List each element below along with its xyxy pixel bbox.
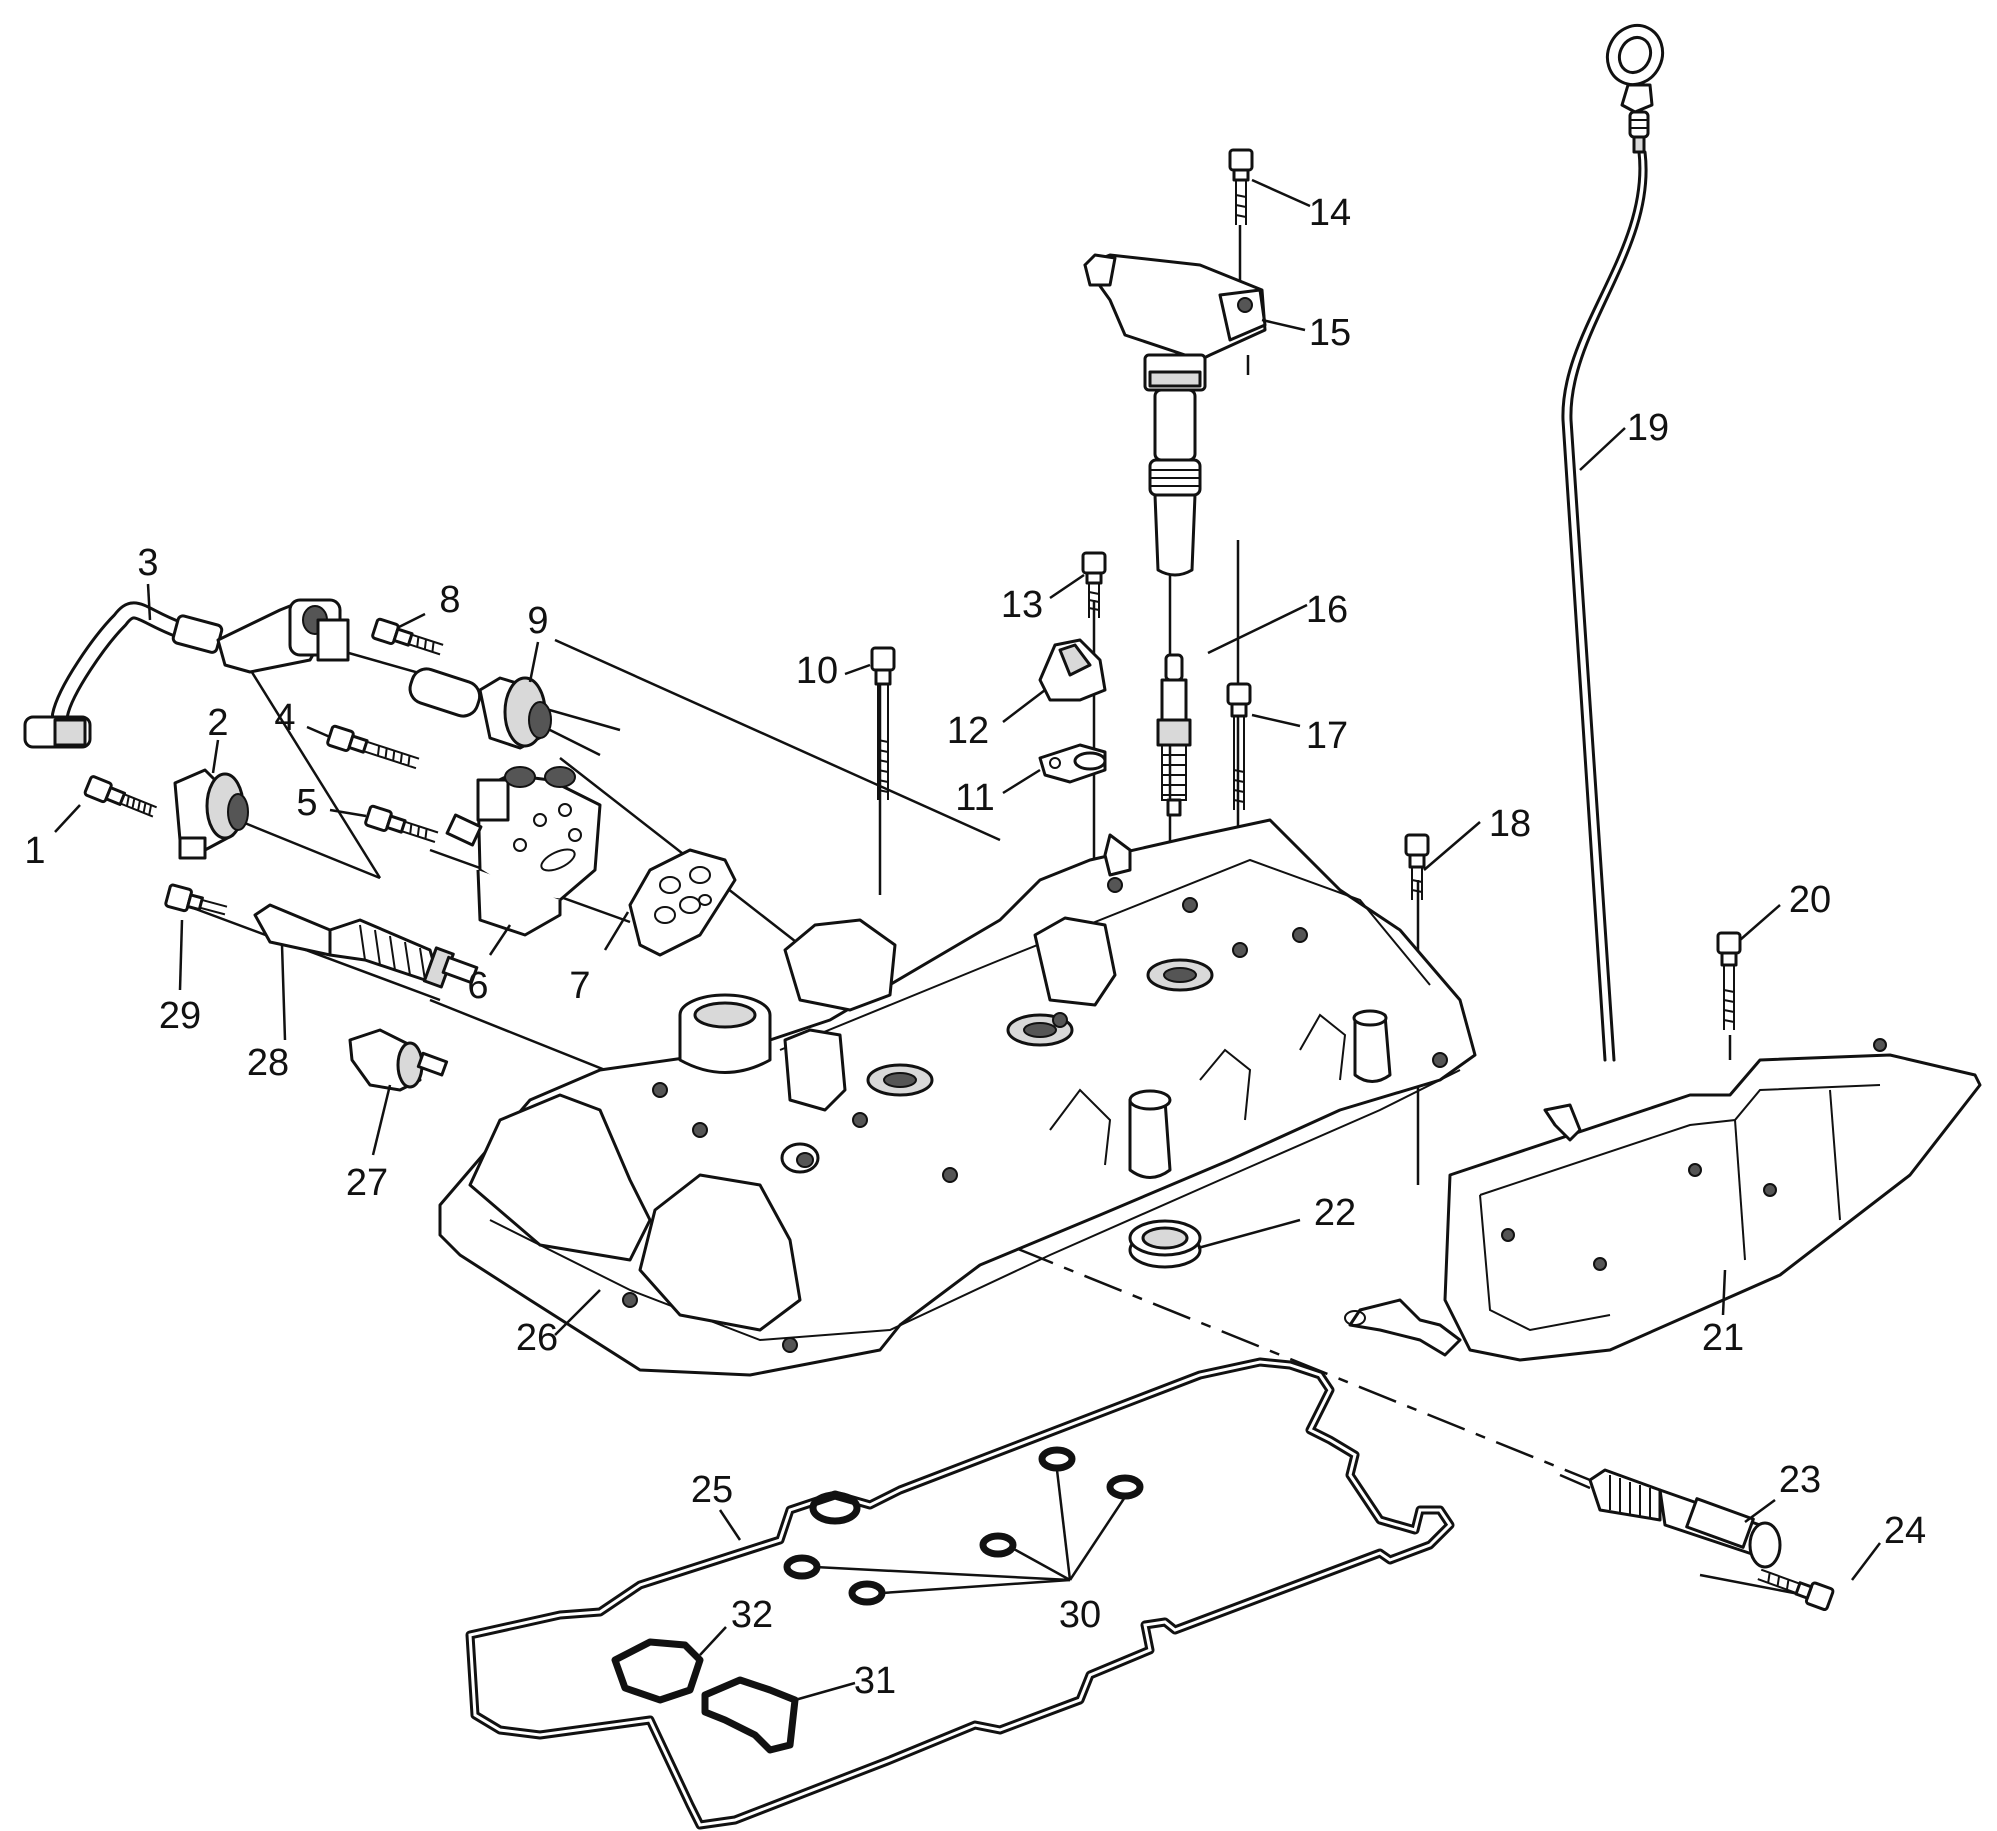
part-7-gasket <box>628 848 737 957</box>
part-23-solenoid <box>1588 1468 1782 1569</box>
callout-29: 29 <box>159 995 201 1037</box>
callout-5: 5 <box>296 782 317 824</box>
part-31-small-gasket <box>701 1676 799 1754</box>
part-22-seal <box>1128 1219 1202 1269</box>
callout-4: 4 <box>274 697 295 739</box>
part-3-hose-assembly <box>23 598 350 749</box>
part-9-sensor <box>408 667 552 750</box>
part-4-bolt <box>326 724 420 770</box>
callout-19: 19 <box>1627 407 1669 449</box>
callout-17: 17 <box>1306 715 1348 757</box>
part-5-bolt <box>364 804 439 843</box>
part-6-valve-housing <box>445 766 602 937</box>
callout-20: 20 <box>1789 879 1831 921</box>
part-2-sensor-seal <box>173 768 249 860</box>
part-10-long-bolt <box>870 646 896 800</box>
callout-31: 31 <box>854 1660 896 1702</box>
part-13-bolt <box>1081 551 1107 618</box>
callout-30: 30 <box>1059 1594 1101 1636</box>
part-8-bolt <box>371 617 444 656</box>
callout-10: 10 <box>796 650 838 692</box>
callout-9: 9 <box>527 600 548 642</box>
assembly-axis-lines <box>184 225 1821 1600</box>
part-15-ignition-coil <box>1083 253 1267 577</box>
part-32-small-gasket <box>611 1638 704 1704</box>
callout-22: 22 <box>1314 1192 1356 1234</box>
callout-16: 16 <box>1306 589 1348 631</box>
part-29-bolt <box>164 883 228 916</box>
callout-28: 28 <box>247 1042 289 1084</box>
callout-27: 27 <box>346 1162 388 1204</box>
part-19-oil-dipstick <box>1561 24 1665 1062</box>
callout-18: 18 <box>1489 803 1531 845</box>
callout-32: 32 <box>731 1594 773 1636</box>
part-18-bolt <box>1404 833 1430 900</box>
part-26-camshaft-cover <box>438 818 1477 1377</box>
callout-1: 1 <box>24 830 45 872</box>
callout-6: 6 <box>467 965 488 1007</box>
part-30-seal-rings <box>783 1446 1144 1606</box>
leader-lines <box>54 178 1881 1702</box>
part-16-spark-plug <box>1156 653 1192 817</box>
part-25-cover-gasket <box>465 1357 1455 1830</box>
callout-7: 7 <box>569 965 590 1007</box>
callout-12: 12 <box>947 710 989 752</box>
callout-2: 2 <box>207 702 228 744</box>
part-21-heat-shield <box>1344 1038 1982 1362</box>
part-17-long-bolt <box>1226 682 1252 810</box>
callout-26: 26 <box>516 1317 558 1359</box>
callout-21: 21 <box>1702 1317 1744 1359</box>
part-28-solenoid <box>253 903 479 989</box>
part-20-bolt <box>1716 931 1742 1030</box>
part-1-bolt <box>83 775 158 818</box>
callout-15: 15 <box>1309 312 1351 354</box>
callout-3: 3 <box>137 542 158 584</box>
callout-24: 24 <box>1884 1510 1926 1552</box>
callout-labels: 1 2 3 4 5 6 7 8 9 10 11 12 13 14 15 16 1… <box>24 192 1926 1702</box>
callout-8: 8 <box>439 579 460 621</box>
part-27-sensor <box>348 1028 449 1092</box>
callout-13: 13 <box>1001 584 1043 626</box>
part-11-bracket-washer <box>1038 743 1107 784</box>
callout-25: 25 <box>691 1469 733 1511</box>
callout-23: 23 <box>1779 1459 1821 1501</box>
part-14-bolt <box>1228 148 1254 225</box>
part-12-bracket <box>1038 638 1107 702</box>
part-24-bolt <box>1757 1568 1835 1611</box>
callout-11: 11 <box>955 777 994 819</box>
callout-14: 14 <box>1309 192 1351 234</box>
